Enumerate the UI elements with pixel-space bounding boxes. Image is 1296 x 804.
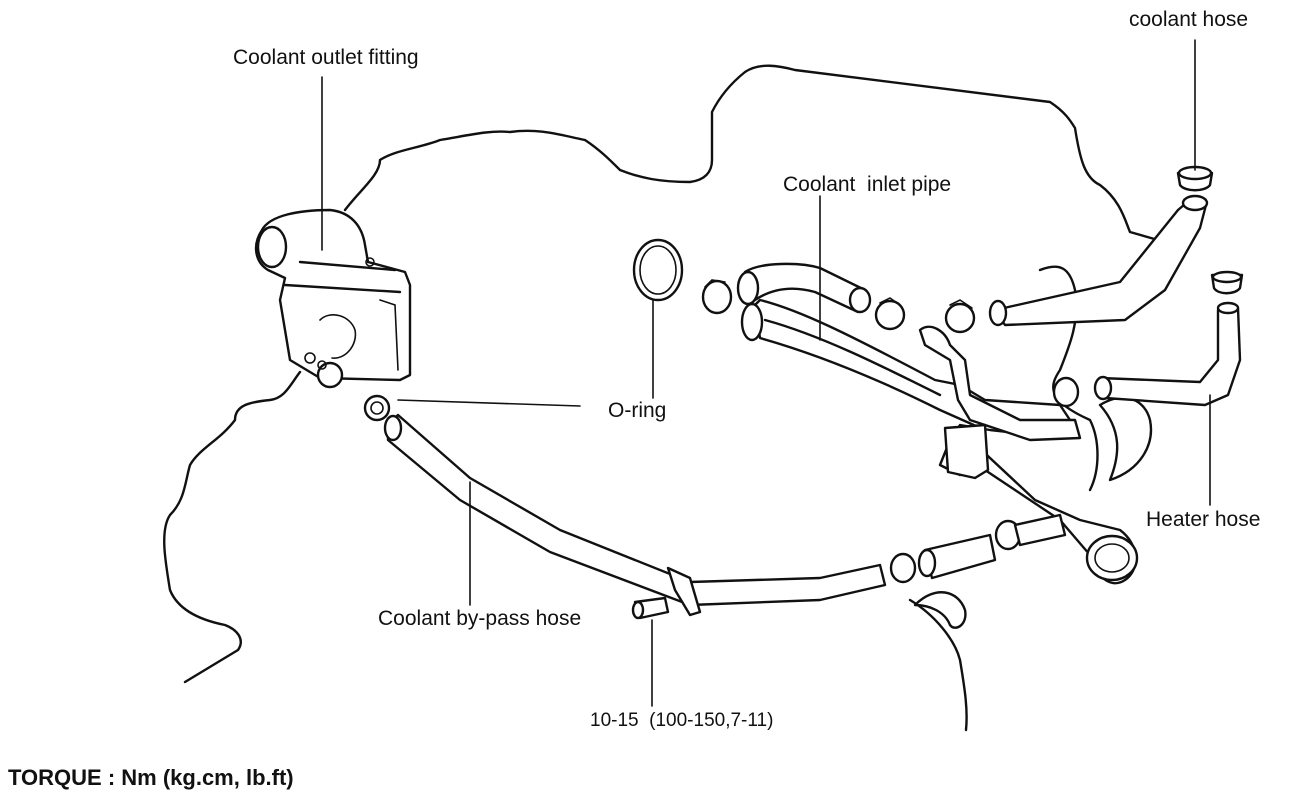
hose-clamp-3: [944, 299, 976, 334]
water-pump-housing: [1038, 265, 1099, 492]
label-coolant-inlet-pipe: Coolant inlet pipe: [783, 173, 952, 196]
coolant-bypass-hose-drawing: [383, 413, 1067, 607]
label-coolant-hose: coolant hose: [1129, 8, 1249, 31]
engine-block-bottom-outline: [908, 598, 968, 732]
o-ring-upper: [632, 238, 684, 302]
o-ring-lower: [363, 394, 391, 422]
label-torque-value: 10-15 (100-150,7-11): [590, 710, 774, 731]
hose-clamp-4: [1052, 376, 1080, 408]
label-o-ring: O-ring: [608, 399, 667, 422]
coolant-hose-drawing: [988, 165, 1214, 327]
heater-hose-drawing: [1093, 270, 1244, 407]
label-coolant-bypass-hose: Coolant by-pass hose: [378, 607, 582, 630]
engine-block-outline: [343, 64, 1160, 242]
leader-o-ring-lower: [397, 399, 581, 407]
label-coolant-outlet-fitting: Coolant outlet fitting: [233, 46, 419, 69]
hose-clamp-5: [889, 552, 917, 584]
bracket-and-bolt-drawing: [631, 423, 990, 620]
label-heater-hose: Heater hose: [1146, 508, 1261, 531]
label-torque-units: TORQUE : Nm (kg.cm, lb.ft): [8, 765, 294, 790]
hose-clamp-1: [701, 279, 733, 315]
coolant-outlet-fitting-drawing: [254, 208, 412, 389]
engine-block-lower-outline: [163, 370, 302, 684]
lower-cutaway: [913, 591, 967, 629]
pump-cutaway: [1098, 396, 1153, 482]
coolant-inlet-pipe-drawing: [736, 262, 1139, 585]
hose-clamp-2: [874, 297, 906, 331]
